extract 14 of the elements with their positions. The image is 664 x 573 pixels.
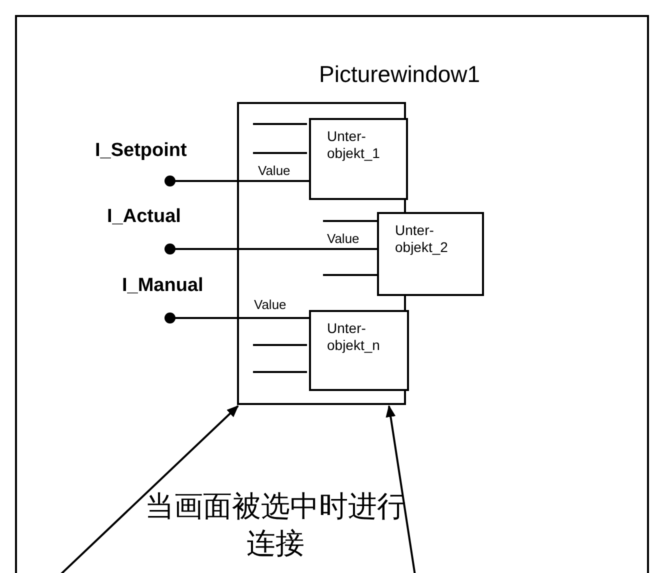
signal-label: I_Setpoint	[95, 140, 227, 181]
object-box: Unter- objekt_2	[377, 212, 484, 296]
signal-label: I_Actual	[107, 206, 217, 249]
object-box: Unter- objekt_1	[309, 118, 408, 200]
connector-line	[164, 312, 309, 324]
connector-line	[164, 244, 377, 254]
window-title: Picturewindow1	[319, 60, 480, 88]
object-box: Unter- objekt_n	[309, 310, 409, 391]
connector-line	[164, 176, 309, 186]
edge-label: Value	[257, 163, 292, 178]
signal-label: I_Manual	[122, 275, 238, 318]
arrow	[59, 405, 239, 573]
edge-label: Value	[253, 297, 288, 312]
edge-label: Value	[326, 231, 360, 246]
